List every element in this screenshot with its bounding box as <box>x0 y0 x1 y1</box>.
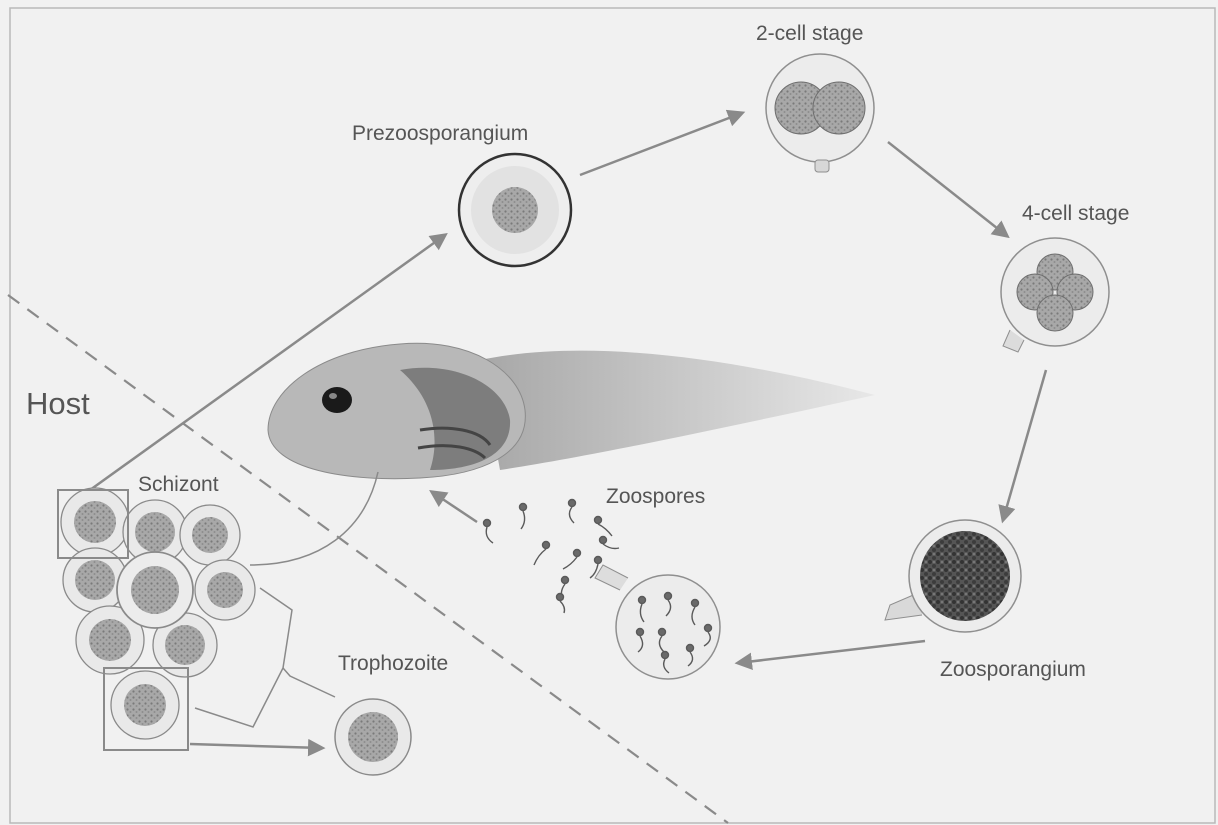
two-cell-stage-label: 2-cell stage <box>756 22 863 45</box>
prezoosporangium-cell <box>459 154 571 266</box>
four-cell-stage-label: 4-cell stage <box>1022 202 1129 225</box>
prezoosporangium-label: Prezoosporangium <box>352 122 528 145</box>
trophozoite-label: Trophozoite <box>338 652 448 675</box>
host-label: Host <box>26 386 90 421</box>
trophozoite-cell <box>335 699 411 775</box>
zoospores-label: Zoospores <box>606 485 705 508</box>
schizont-label: Schizont <box>138 473 219 496</box>
zoosporangium-label: Zoosporangium <box>940 658 1086 681</box>
